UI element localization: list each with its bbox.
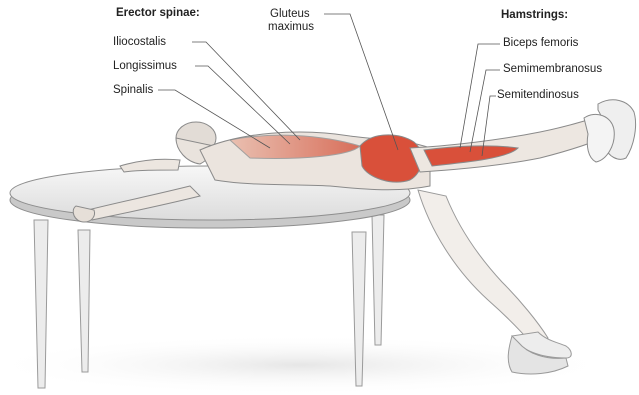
- label-longissimus: Longissimus: [113, 60, 177, 73]
- label-iliocostalis: Iliocostalis: [113, 36, 166, 49]
- label-semitendinosus: Semitendinosus: [497, 89, 579, 102]
- label-hamstrings: Hamstrings:: [501, 9, 568, 22]
- label-biceps-femoris: Biceps femoris: [503, 37, 578, 50]
- label-spinalis: Spinalis: [113, 84, 153, 97]
- label-gluteus-line2: maximus: [268, 21, 314, 34]
- label-semimembranosus: Semimembranosus: [503, 63, 602, 76]
- label-erector-spinae: Erector spinae:: [116, 7, 200, 20]
- label-gluteus-line1: Gluteus: [270, 8, 310, 21]
